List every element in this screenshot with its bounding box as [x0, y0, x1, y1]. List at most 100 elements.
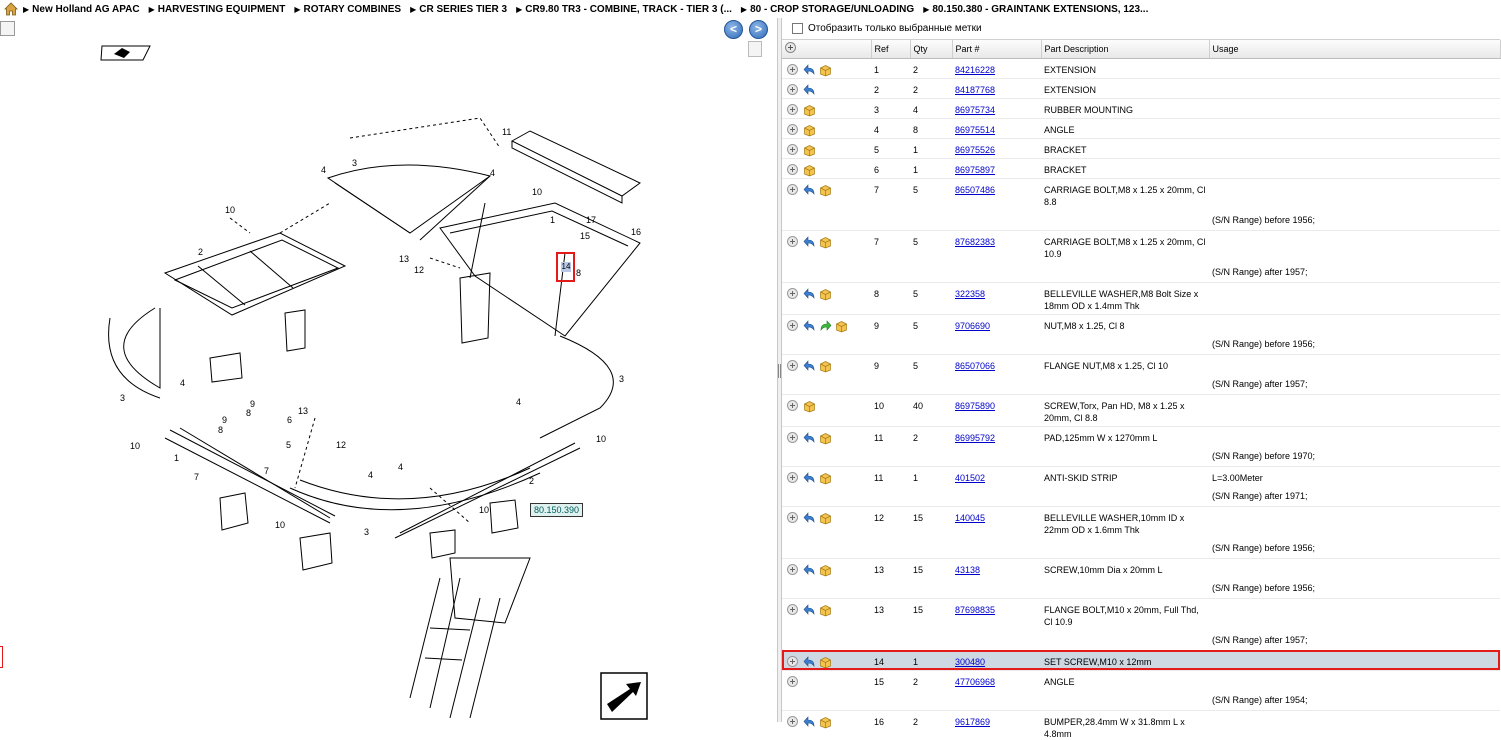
- part-box-icon[interactable]: [819, 184, 832, 197]
- supersession-back-icon[interactable]: [803, 471, 816, 485]
- show-selected-checkbox[interactable]: [792, 23, 803, 34]
- part-number-link[interactable]: 86975734: [955, 104, 996, 115]
- part-number-link[interactable]: 86975890: [955, 400, 996, 411]
- qty-column-header[interactable]: Qty: [910, 40, 953, 59]
- part-box-icon[interactable]: [835, 320, 848, 333]
- add-to-cart-icon[interactable]: [787, 675, 800, 689]
- expand-all-header[interactable]: [782, 40, 872, 59]
- part-number-link[interactable]: 86995792: [955, 432, 996, 443]
- breadcrumb-item[interactable]: CR9.80 TR3 - COMBINE, TRACK - TIER 3 (..…: [516, 4, 732, 15]
- part-number-link[interactable]: 43138: [955, 564, 981, 575]
- part-number-link[interactable]: 86507486: [955, 184, 996, 195]
- part-number-link[interactable]: 87698835: [955, 604, 996, 615]
- supersession-back-icon[interactable]: [803, 63, 816, 77]
- add-to-cart-icon[interactable]: [787, 359, 800, 373]
- supersession-back-icon[interactable]: [803, 287, 816, 301]
- add-to-cart-icon[interactable]: [787, 183, 800, 197]
- part-number-link[interactable]: 47706968: [955, 676, 996, 687]
- add-to-cart-icon[interactable]: [787, 603, 800, 617]
- diagram-corner-icon[interactable]: [600, 672, 648, 720]
- supersession-back-icon[interactable]: [803, 431, 816, 445]
- part-box-icon[interactable]: [803, 124, 816, 137]
- usage-column-header[interactable]: Usage: [1209, 40, 1501, 59]
- add-to-cart-icon[interactable]: [787, 471, 800, 485]
- part-box-icon[interactable]: [819, 236, 832, 249]
- add-to-cart-icon[interactable]: [787, 511, 800, 525]
- supersession-forward-icon[interactable]: [819, 319, 832, 333]
- add-to-cart-icon[interactable]: [787, 83, 800, 97]
- add-to-cart-icon[interactable]: [787, 287, 800, 301]
- breadcrumb-item[interactable]: 80.150.380 - GRAINTANK EXTENSIONS, 123..…: [923, 4, 1148, 15]
- add-to-cart-icon[interactable]: [787, 63, 800, 77]
- forward-button[interactable]: >: [749, 20, 768, 39]
- add-to-cart-icon[interactable]: [787, 715, 800, 729]
- home-icon[interactable]: [3, 1, 19, 17]
- part-box-icon[interactable]: [803, 104, 816, 117]
- add-to-cart-icon[interactable]: [787, 103, 800, 117]
- breadcrumb-item[interactable]: 80 - CROP STORAGE/UNLOADING: [741, 4, 914, 15]
- part-number-link[interactable]: 322358: [955, 288, 986, 299]
- add-to-cart-icon[interactable]: [787, 563, 800, 577]
- part-number-link[interactable]: 9617869: [955, 716, 991, 727]
- add-to-cart-icon[interactable]: [787, 123, 800, 137]
- part-number-link[interactable]: 87682383: [955, 236, 996, 247]
- supersession-back-icon[interactable]: [803, 235, 816, 249]
- add-to-cart-icon[interactable]: [787, 399, 800, 413]
- add-to-cart-icon[interactable]: [787, 431, 800, 445]
- part-box-icon[interactable]: [819, 64, 832, 77]
- supersession-back-icon[interactable]: [803, 563, 816, 577]
- part-box-icon[interactable]: [819, 512, 832, 525]
- add-to-cart-icon[interactable]: [787, 143, 800, 157]
- part-number-link[interactable]: 86507066: [955, 360, 996, 371]
- breadcrumb-item[interactable]: CR SERIES TIER 3: [410, 4, 507, 15]
- part-number-link[interactable]: 86975897: [955, 164, 996, 175]
- expand-all-icon[interactable]: [785, 42, 798, 55]
- breadcrumb-item[interactable]: ROTARY COMBINES: [294, 4, 401, 15]
- part-box-icon[interactable]: [803, 144, 816, 157]
- part-box-icon[interactable]: [819, 604, 832, 617]
- part-box-icon[interactable]: [819, 288, 832, 301]
- diagram-scrollbar[interactable]: [748, 41, 762, 57]
- part-box-icon[interactable]: [819, 564, 832, 577]
- supersession-back-icon[interactable]: [803, 603, 816, 617]
- part-number-link[interactable]: 84187768: [955, 84, 996, 95]
- supersession-back-icon[interactable]: [803, 319, 816, 333]
- add-to-cart-icon[interactable]: [787, 163, 800, 177]
- export-icon[interactable]: [0, 21, 15, 36]
- part-box-icon[interactable]: [803, 400, 816, 413]
- add-to-cart-icon[interactable]: [787, 319, 800, 333]
- pane-splitter[interactable]: [777, 18, 782, 722]
- part-box-icon[interactable]: [819, 716, 832, 729]
- add-to-cart-icon[interactable]: [787, 235, 800, 249]
- supersession-back-icon[interactable]: [803, 655, 816, 669]
- part-number-link[interactable]: 401502: [955, 472, 986, 483]
- part-number-link[interactable]: 9706690: [955, 320, 991, 331]
- breadcrumb-item[interactable]: HARVESTING EQUIPMENT: [149, 4, 286, 15]
- part-column-header[interactable]: Part #: [952, 40, 1042, 59]
- description-column-header[interactable]: Part Description: [1041, 40, 1210, 59]
- part-number-link[interactable]: 86975526: [955, 144, 996, 155]
- highlighted-callout-14[interactable]: 14: [556, 252, 575, 282]
- part-number-link[interactable]: 86975514: [955, 124, 996, 135]
- part-box-icon[interactable]: [819, 360, 832, 373]
- part-box-icon[interactable]: [819, 432, 832, 445]
- breadcrumb-item[interactable]: New Holland AG APAC: [23, 4, 140, 15]
